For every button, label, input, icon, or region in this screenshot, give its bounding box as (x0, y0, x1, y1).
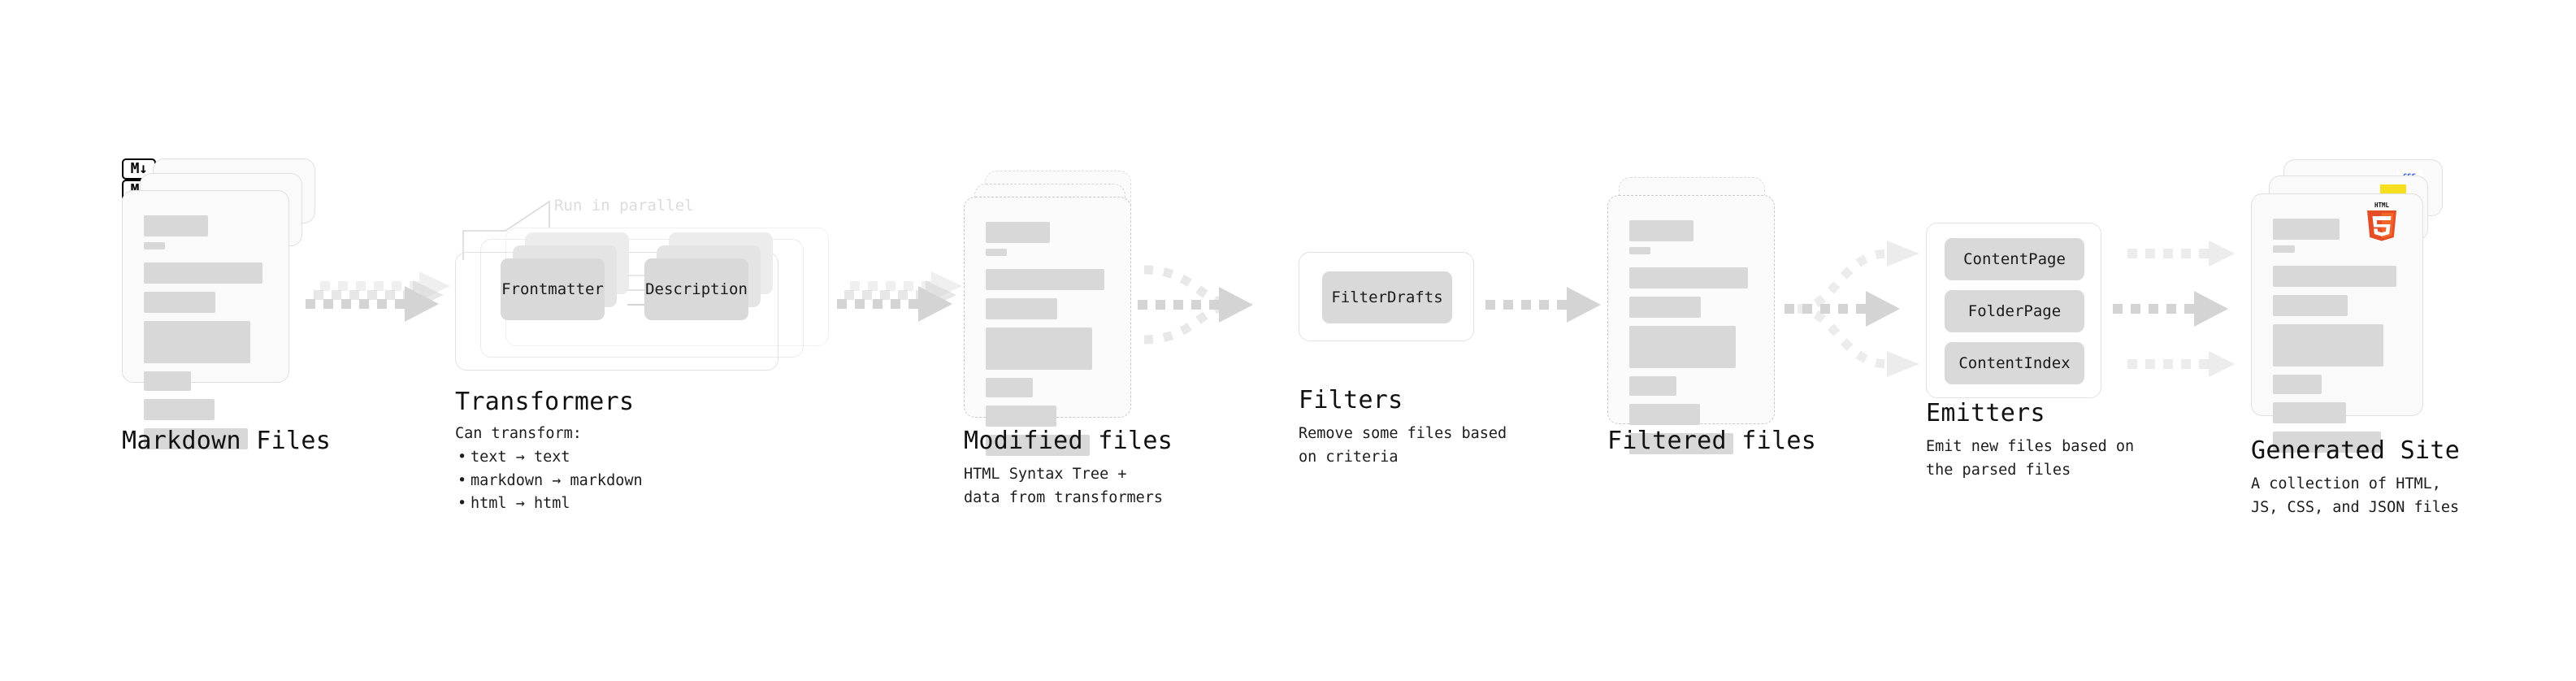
skeleton-line (1629, 404, 1700, 425)
skeleton-subtitle (1629, 247, 1650, 254)
transformers-description: Can transform: (455, 425, 582, 442)
modified-files-description: HTML Syntax Tree + data from transformer… (964, 466, 1164, 506)
skeleton-line (986, 378, 1033, 397)
skeleton-line (2273, 324, 2383, 367)
skeleton-line (986, 269, 1104, 290)
transformer-chip-description[interactable]: Description (644, 258, 748, 320)
filtered-sheet-front (1607, 195, 1775, 454)
site-sheet-content (2252, 194, 2422, 453)
arrow-filtered-to-emitters (1785, 241, 1919, 377)
arrow-filters-to-filtered (1485, 287, 1601, 323)
skeleton-subtitle (144, 242, 165, 249)
emitter-chip-contentpage[interactable]: ContentPage (1945, 238, 2084, 280)
filters-group-box: FilterDrafts (1299, 252, 1474, 341)
emitter-chip-contentindex[interactable]: ContentIndex (1945, 342, 2084, 384)
stage-title-modified-files: Modified files (964, 427, 1173, 455)
skeleton-line (1629, 376, 1676, 396)
skeleton-line (1629, 297, 1702, 318)
skeleton-line (2273, 402, 2347, 423)
site-sheet-html (2251, 193, 2423, 453)
skeleton-line (144, 292, 216, 313)
markdown-sheet-front (122, 190, 289, 449)
skeleton-line (144, 371, 191, 391)
stage-title-transformers: Transformers (455, 388, 635, 416)
stage-title-filtered-files: Filtered files (1607, 427, 1817, 455)
skeleton-line (144, 262, 262, 284)
arrow-modified-to-filters (1138, 265, 1253, 345)
markdown-files-stack: M↓ M↓ M↓ (122, 158, 315, 449)
transformers-bullet-item: text → text (458, 446, 643, 470)
filter-chip-filterdrafts[interactable]: FilterDrafts (1322, 271, 1452, 323)
skeleton-line (986, 327, 1092, 370)
transformers-group: Run in parallel Frontmatter Description (455, 189, 837, 375)
skeleton-line (1629, 267, 1748, 288)
run-in-parallel-label: Run in parallel (554, 197, 694, 215)
filters-description: Remove some files based on criteria (1299, 425, 1507, 466)
skeleton-title (1629, 220, 1694, 241)
transformers-bullet-list: text → text markdown → markdown html → h… (455, 443, 643, 516)
arrow-markdown-to-transformers (306, 271, 450, 322)
modified-sheet-front (964, 197, 1131, 456)
markdown-icon-back: M↓ (122, 158, 156, 180)
transformers-bullet-item: html → html (458, 492, 643, 516)
skeleton-line (2273, 295, 2348, 316)
run-in-parallel-bracket (462, 200, 550, 260)
emitter-chip-folderpage[interactable]: FolderPage (1945, 290, 2084, 332)
skeleton-subtitle (2273, 245, 2295, 253)
arrow-emitters-to-site (2113, 241, 2235, 377)
svg-text:HTML: HTML (2374, 202, 2390, 209)
stage-title-emitters: Emitters (1926, 399, 2045, 427)
skeleton-line (144, 321, 250, 363)
skeleton-line (986, 406, 1056, 427)
skeleton-line (986, 435, 1090, 456)
transformer-chip-frontmatter[interactable]: Frontmatter (501, 258, 605, 320)
arrow-transformers-to-modified (837, 271, 962, 322)
stage-title-filters: Filters (1299, 386, 1403, 414)
skeleton-title (2273, 219, 2340, 240)
transformer-group-ghost-2 (480, 239, 804, 358)
skeleton-line (1629, 433, 1733, 454)
emitters-group-box: ContentPage FolderPage ContentIndex (1926, 223, 2101, 398)
generated-site-description: A collection of HTML, JS, CSS, and JSON … (2251, 475, 2460, 516)
emitters-description: Emit new files based on the parsed files (1926, 438, 2135, 479)
skeleton-line (986, 298, 1058, 319)
skeleton-title (986, 222, 1051, 243)
transformers-bullet-item: markdown → markdown (458, 470, 643, 493)
skeleton-title (144, 215, 209, 236)
filtered-sheet-content (1608, 196, 1774, 454)
skeleton-subtitle (986, 249, 1007, 256)
modified-sheet-content (965, 197, 1130, 456)
stage-title-markdown-files: Markdown Files (122, 427, 332, 455)
skeleton-line (2273, 375, 2322, 394)
html5-icon: HTML (2367, 202, 2396, 241)
skeleton-line (144, 428, 248, 449)
stage-title-generated-site: Generated Site (2251, 436, 2461, 465)
skeleton-line (2273, 432, 2381, 453)
skeleton-line (1629, 326, 1736, 368)
skeleton-line (2273, 266, 2396, 287)
skeleton-line (144, 399, 215, 420)
markdown-sheet-content (123, 191, 288, 449)
